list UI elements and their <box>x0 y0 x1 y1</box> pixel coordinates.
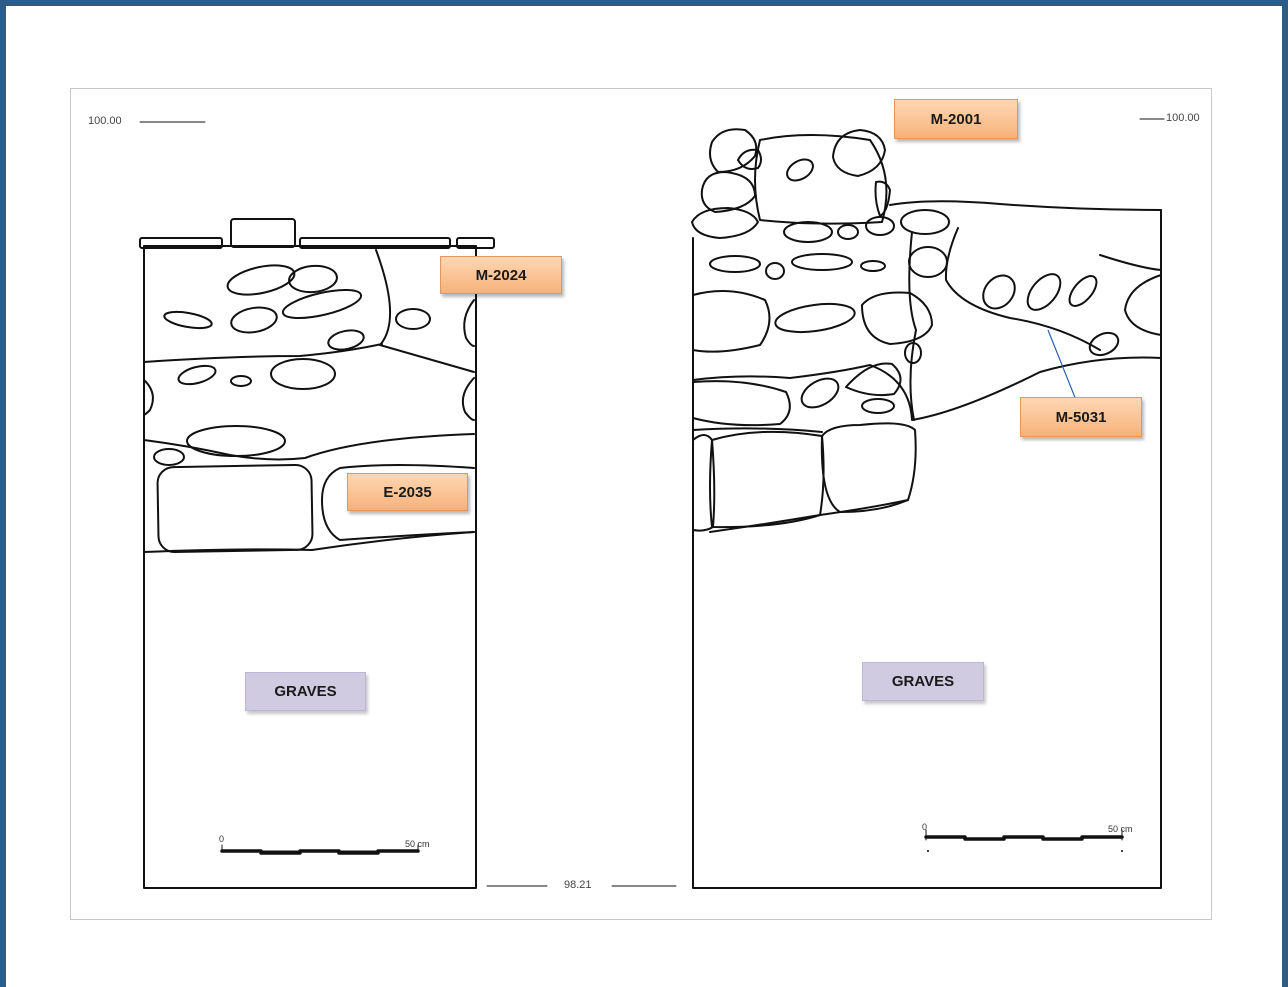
left-stone-edge <box>461 377 475 421</box>
elevation-top-right: 100.00 <box>1166 112 1200 124</box>
left-stone <box>230 375 252 387</box>
right-stone <box>709 128 758 173</box>
scale-left-start: 0 <box>219 834 225 844</box>
right-layer-base <box>709 499 909 533</box>
left-top-slab-2 <box>230 218 296 248</box>
right-lower-block <box>692 434 716 532</box>
right-stone <box>754 134 888 225</box>
left-layer-boundary-2 <box>143 433 475 461</box>
right-stone <box>774 302 856 334</box>
right-stone <box>765 262 785 280</box>
left-lower-block-e2035 <box>321 464 475 541</box>
right-stone <box>861 398 895 414</box>
right-stone <box>874 180 891 217</box>
right-lower-block <box>820 422 917 513</box>
label-e2035: E-2035 <box>347 473 468 511</box>
right-stone <box>737 148 762 170</box>
left-layer-base <box>143 531 475 553</box>
scale-right-start: 0 <box>922 822 928 832</box>
left-top-slab-4 <box>456 237 495 249</box>
right-stone <box>860 260 886 272</box>
elevation-bottom: 98.21 <box>564 879 592 891</box>
left-stone <box>230 306 278 334</box>
left-stone <box>288 264 338 294</box>
drawing-sheet <box>70 88 1212 920</box>
left-stone <box>163 310 213 330</box>
right-stone <box>832 129 886 177</box>
right-cut-boundary <box>944 227 1101 351</box>
left-stone <box>270 358 336 390</box>
label-graves-left: GRAVES <box>245 672 366 711</box>
right-stone <box>691 207 759 239</box>
left-stone-edge <box>143 379 154 416</box>
scale-left-end: 50 cm <box>405 839 430 849</box>
right-stone <box>709 255 761 273</box>
label-m2024: M-2024 <box>440 256 562 294</box>
scale-right-end: 50 cm <box>1108 824 1133 834</box>
left-stone <box>153 448 185 466</box>
label-graves-right: GRAVES <box>862 662 984 701</box>
label-m5031: M-5031 <box>1020 397 1142 437</box>
right-layer-boundary-2 <box>692 427 823 433</box>
left-top-slab-3 <box>299 237 451 249</box>
right-section-outline <box>692 209 1162 889</box>
right-stone <box>1088 331 1120 357</box>
right-stone <box>791 253 853 271</box>
right-lower-block <box>709 430 825 529</box>
right-stone-edge <box>1124 274 1162 336</box>
right-stone <box>700 171 756 213</box>
left-stone <box>226 264 296 296</box>
right-stone <box>786 158 814 182</box>
right-stone <box>1026 273 1062 311</box>
left-lower-block <box>156 463 314 554</box>
right-stone <box>861 291 933 345</box>
m5031-leader-line <box>1047 329 1079 406</box>
left-stone <box>395 308 431 330</box>
right-stone <box>837 224 859 240</box>
left-stone <box>327 329 365 351</box>
scale-bar-left <box>220 844 420 855</box>
right-stone <box>1068 275 1098 307</box>
right-stone <box>982 274 1016 310</box>
left-stone <box>177 364 217 386</box>
scale-bar-right <box>924 829 1124 853</box>
right-stone <box>800 377 840 409</box>
left-stone-edge <box>463 299 475 347</box>
right-layer-boundary <box>692 356 1162 421</box>
right-fill-boundary <box>1099 254 1162 271</box>
right-stone <box>692 380 791 427</box>
left-section-outline <box>143 245 477 889</box>
left-stone <box>281 289 363 319</box>
right-stone <box>908 246 948 278</box>
right-soil-line <box>889 200 1162 211</box>
right-stone <box>692 290 771 353</box>
left-stone <box>186 425 286 457</box>
right-wall-face <box>908 231 917 421</box>
right-stone <box>845 362 902 397</box>
left-top-slab-1 <box>139 237 223 249</box>
right-stone <box>783 221 833 243</box>
right-stone <box>900 209 950 235</box>
left-layer-boundary-1 <box>143 343 383 363</box>
right-stone <box>865 216 895 236</box>
label-m2001: M-2001 <box>894 99 1018 139</box>
elevation-top-left: 100.00 <box>88 115 122 127</box>
